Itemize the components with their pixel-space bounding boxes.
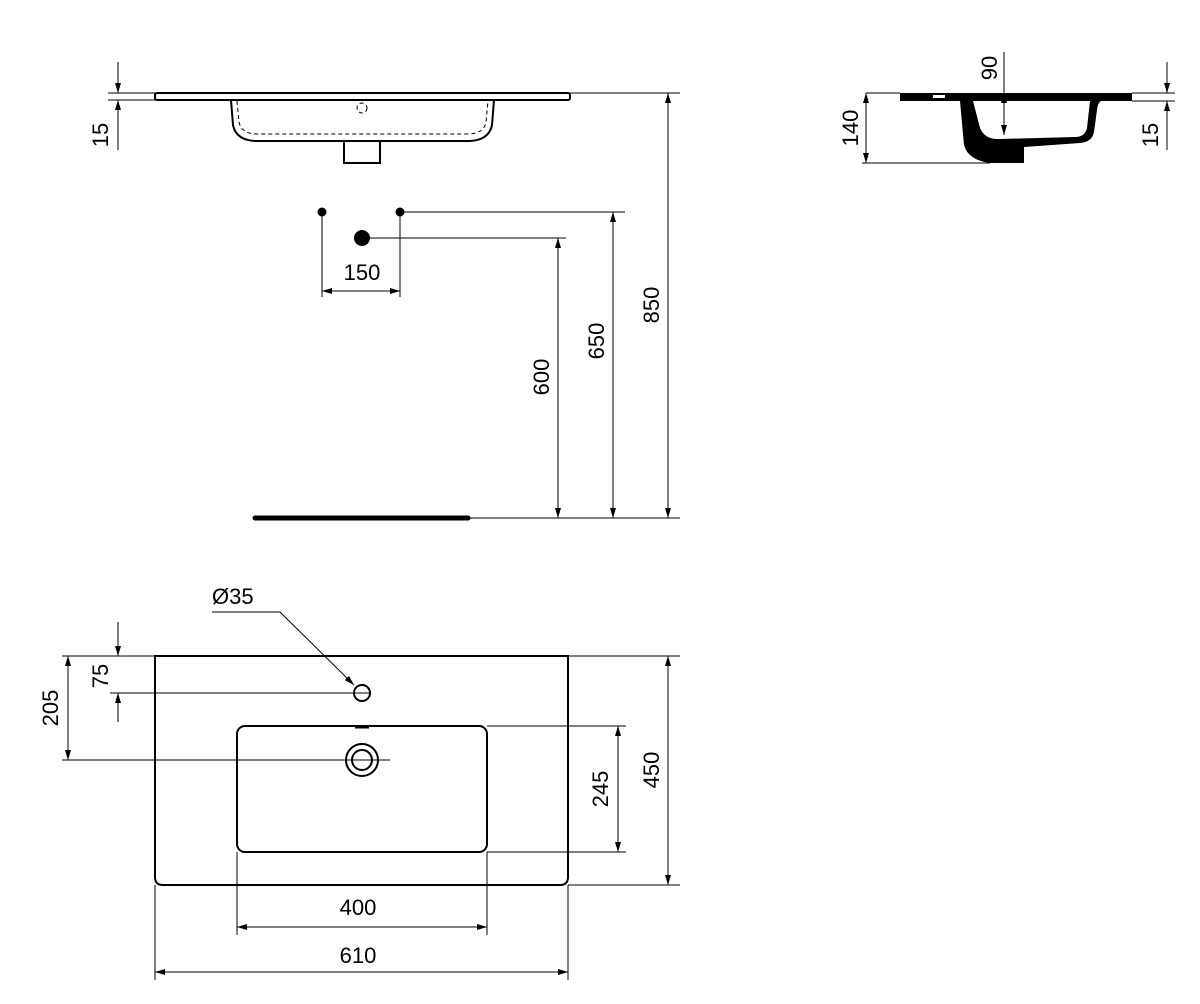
overflow-hole [356,102,368,114]
basin-hidden-line [236,100,489,135]
dim-total-depth-label: 140 [838,110,863,147]
dim-waste-height-label: 600 [529,359,554,396]
waste-outlet [343,141,381,164]
basin-rim [154,92,571,101]
waste-connection [354,230,370,246]
dim-overall-width-label: 610 [340,943,377,968]
dim-rim-thickness-label: 15 [88,123,113,147]
dim-side-rim-thickness-label: 15 [1138,123,1163,147]
dim-tap-spacing-label: 150 [344,260,381,285]
dim-tap-hole-diameter-label: Ø35 [212,584,254,609]
tap-hole-right [395,207,405,217]
front-elevation: 15 150 600 650 850 [88,62,680,521]
dim-overall-depth-label: 450 [639,752,664,789]
dim-waste-offset-label: 205 [38,690,63,727]
dim-tap-height-label: 650 [584,323,609,360]
dim-rim-height-label: 850 [639,287,664,324]
basin-bowl-outline [230,99,495,142]
plan-view: Ø35 75 205 245 450 400 610 [38,584,680,980]
tap-hole-left [317,207,327,217]
dim-bowl-width-label: 400 [340,895,377,920]
dim-bowl-depth-plan-label: 245 [588,771,613,808]
side-section: 140 90 15 [838,52,1175,164]
dim-tap-hole-offset-label: 75 [88,664,113,688]
dim-bowl-depth-label: 90 [977,56,1002,80]
basin-outline-plan [154,655,569,886]
